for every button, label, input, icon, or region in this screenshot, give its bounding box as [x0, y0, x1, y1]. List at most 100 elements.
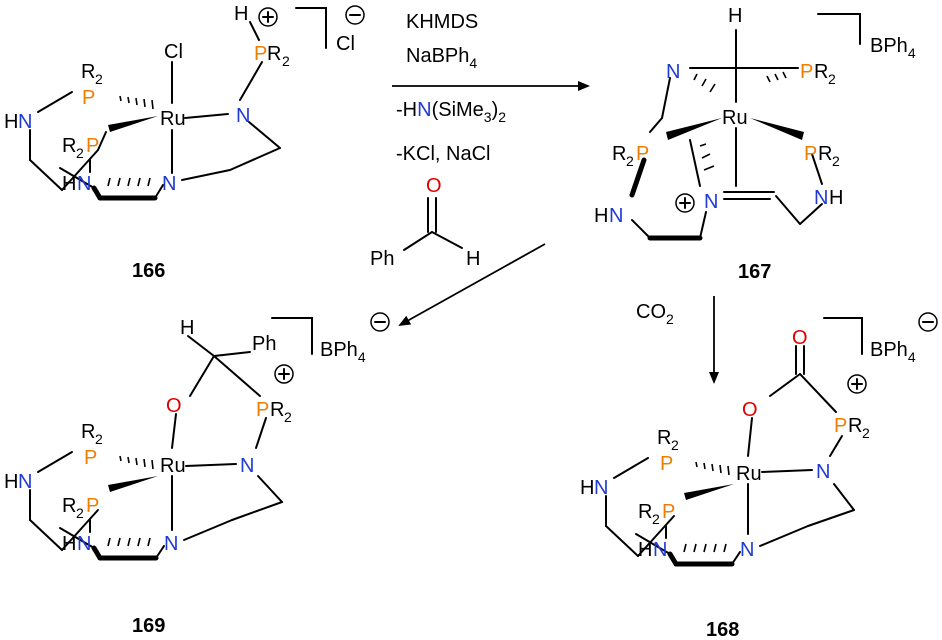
n-atom: N	[236, 105, 250, 127]
n-atom: N	[594, 477, 608, 499]
h-atom: H	[638, 539, 652, 561]
n-atom: N	[816, 461, 830, 483]
r-subscript: 2	[832, 153, 840, 169]
p-atom: P	[804, 143, 817, 165]
n-atom: N	[18, 471, 32, 493]
r-group: R	[81, 421, 95, 443]
compound-168: O O P R 2 Ru N N R 2 P R 2 P H N H N BPh…	[580, 312, 938, 640]
n-atom: N	[704, 191, 718, 213]
r-subscript: 2	[626, 153, 634, 169]
n-atom: N	[164, 533, 178, 555]
h-atom: H	[594, 205, 608, 227]
compound-169: H Ph O P R 2 Ru N N R 2 P R 2 P H N H N …	[4, 312, 390, 637]
reagents-step1: KHMDS NaBPh4 -HN(SiMe3)2 -KCl, NaCl	[392, 11, 590, 165]
r-subscript: 2	[284, 409, 292, 425]
counterion: Cl	[336, 33, 355, 55]
negative-charge-icon	[370, 312, 390, 332]
counterion: BPh4	[320, 339, 366, 365]
n-atom: N	[609, 205, 623, 227]
p-atom: P	[660, 453, 673, 475]
n-atom: N	[666, 61, 680, 83]
r-subscript: 2	[652, 511, 660, 527]
p-atom: P	[84, 447, 97, 469]
compound-label: 168	[706, 619, 739, 640]
r-subscript: 2	[282, 53, 290, 69]
p-atom: P	[834, 415, 847, 437]
r-subscript: 2	[95, 71, 103, 87]
r-group: R	[612, 143, 626, 165]
r-group: R	[848, 415, 862, 437]
cl-atom: Cl	[164, 41, 183, 63]
r-group: R	[267, 43, 281, 65]
o-atom: O	[166, 395, 182, 417]
p-atom: P	[256, 399, 269, 421]
r-group: R	[270, 399, 284, 421]
h-atom: H	[180, 317, 194, 339]
benzaldehyde: O Ph H	[370, 175, 480, 270]
r-subscript: 2	[862, 425, 870, 441]
negative-charge-icon	[345, 5, 365, 25]
p-atom: P	[800, 61, 813, 83]
h-atom: H	[234, 3, 248, 25]
counterion: BPh4	[870, 35, 916, 61]
n-atom: N	[18, 111, 32, 133]
r-subscript: 2	[671, 437, 679, 453]
ru-atom: Ru	[736, 463, 762, 485]
h-atom: H	[580, 477, 594, 499]
o-atom: O	[426, 175, 442, 197]
r-subscript: 2	[828, 71, 836, 87]
o-atom: O	[792, 327, 808, 349]
r-group: R	[81, 61, 95, 83]
reagent-khmds: KHMDS	[406, 11, 478, 33]
positive-charge-icon	[258, 7, 278, 27]
n-atom: N	[814, 187, 828, 209]
r-group: R	[814, 61, 828, 83]
ru-atom: Ru	[722, 107, 748, 129]
r-subscript: 2	[95, 431, 103, 447]
compound-label: 169	[132, 615, 165, 637]
r-group: R	[62, 135, 76, 157]
p-atom: P	[86, 135, 99, 157]
reagent-nabph4: NaBPh4	[406, 45, 477, 71]
h-atom: H	[4, 111, 18, 133]
positive-charge-icon	[274, 364, 294, 384]
n-atom: N	[240, 455, 254, 477]
compound-166: Ru Cl N N P R 2 H R 2 P R 2 P H N H N Cl…	[4, 3, 365, 282]
negative-charge-icon	[918, 312, 938, 332]
compound-label: 166	[132, 260, 165, 282]
byproduct-salts: -KCl, NaCl	[396, 143, 490, 165]
p-atom: P	[254, 43, 267, 65]
p-atom: P	[82, 87, 95, 109]
r-group: R	[638, 501, 652, 523]
byproduct-hmds: -HN(SiMe3)2	[396, 99, 506, 125]
p-atom: P	[86, 495, 99, 517]
h-atom: H	[4, 471, 18, 493]
r-subscript: 2	[76, 505, 84, 521]
n-atom: N	[653, 539, 667, 561]
n-atom: N	[77, 533, 91, 555]
h-atom: H	[466, 248, 480, 270]
counterion: BPh4	[870, 339, 916, 365]
p-atom: P	[636, 143, 649, 165]
positive-charge-icon	[675, 193, 695, 213]
h-atom: H	[62, 173, 76, 195]
h-atom: H	[62, 533, 76, 555]
p-atom: P	[662, 501, 675, 523]
compound-167: H Ru N P R 2 R 2 P P R 2 H N N N H BPh4 …	[594, 5, 916, 283]
n-atom: N	[162, 173, 176, 195]
r-group: R	[818, 143, 832, 165]
positive-charge-icon	[847, 374, 867, 394]
reagent-co2: CO2	[636, 301, 674, 327]
h-atom: H	[829, 187, 843, 209]
phenyl-group: Ph	[252, 333, 276, 355]
r-group: R	[657, 427, 671, 449]
o-atom: O	[742, 399, 758, 421]
r-group: R	[62, 495, 76, 517]
reaction-arrow	[398, 243, 546, 326]
r-subscript: 2	[76, 145, 84, 161]
phenyl-group: Ph	[370, 248, 394, 270]
ru-atom: Ru	[160, 455, 186, 477]
hydride-atom: H	[728, 5, 742, 27]
n-atom: N	[77, 173, 91, 195]
